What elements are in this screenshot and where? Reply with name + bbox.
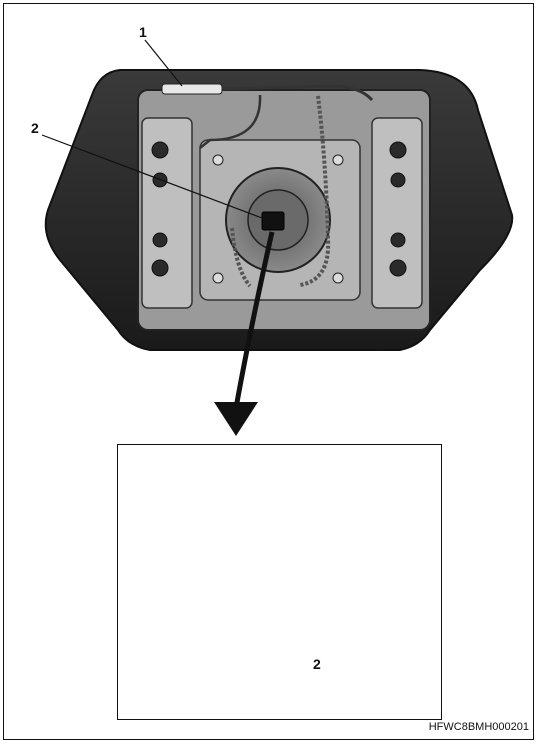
plate-bolts <box>212 154 344 284</box>
figure-id: HFWC8BMH000201 <box>428 721 529 733</box>
detail-inset-frame <box>117 444 442 720</box>
left-bracket <box>141 117 193 309</box>
left-mounts <box>151 141 169 277</box>
right-mounts <box>389 141 407 277</box>
top-connector <box>161 83 223 95</box>
inset-callout-2: 2 <box>313 656 321 672</box>
callout-2: 2 <box>31 120 39 136</box>
right-bracket <box>371 117 423 309</box>
center-connector <box>261 211 285 231</box>
callout-1: 1 <box>139 24 147 40</box>
zoom-arrow <box>233 231 275 409</box>
